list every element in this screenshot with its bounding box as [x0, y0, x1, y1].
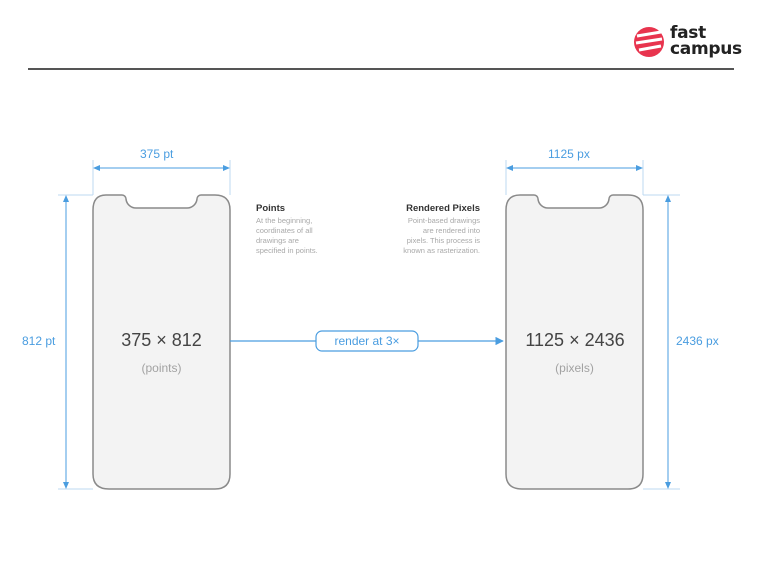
right-size-label: 1125 × 2436	[525, 330, 625, 350]
header-divider	[28, 68, 734, 70]
render-label: render at 3×	[334, 334, 400, 348]
right-height-dimension	[643, 194, 680, 490]
brand-wordmark: fast campus	[670, 23, 742, 59]
points-line: coordinates of all	[256, 226, 313, 235]
left-unit-label: (points)	[141, 361, 182, 375]
right-device-outline	[505, 194, 644, 490]
points-line: specified in points.	[256, 246, 318, 255]
points-line: At the beginning,	[256, 216, 313, 225]
pixels-line: pixels. This process is	[406, 236, 480, 245]
pixels-line: known as rasterization.	[403, 246, 480, 255]
right-width-dimension	[505, 160, 644, 195]
right-width-label: 1125 px	[548, 147, 590, 161]
pixels-line: Point-based drawings	[407, 216, 480, 225]
render-label-box	[315, 330, 419, 352]
fastcampus-logo-icon	[634, 27, 664, 57]
pixels-title: Rendered Pixels	[406, 203, 480, 214]
points-description: At the beginning, coordinates of all dra…	[256, 216, 318, 256]
left-height-label: 812 pt	[22, 334, 56, 348]
render-arrow	[230, 330, 504, 352]
points-title: Points	[256, 203, 286, 214]
left-width-label: 375 pt	[140, 147, 174, 161]
right-height-label: 2436 px	[676, 334, 719, 348]
left-width-dimension	[92, 160, 231, 195]
brand-line2: campus	[670, 39, 742, 59]
pixels-line: are rendered into	[422, 226, 480, 235]
left-height-dimension	[58, 194, 93, 490]
right-unit-label: (pixels)	[555, 361, 594, 375]
pixels-description: Point-based drawings are rendered into p…	[370, 216, 480, 256]
right-device	[505, 194, 644, 490]
brand-line1: fast	[670, 23, 706, 43]
left-device	[92, 194, 231, 490]
left-device-outline	[92, 194, 231, 490]
left-size-label: 375 × 812	[121, 330, 202, 350]
fastcampus-logo: fast campus	[634, 25, 744, 65]
points-line: drawings are	[256, 236, 299, 245]
